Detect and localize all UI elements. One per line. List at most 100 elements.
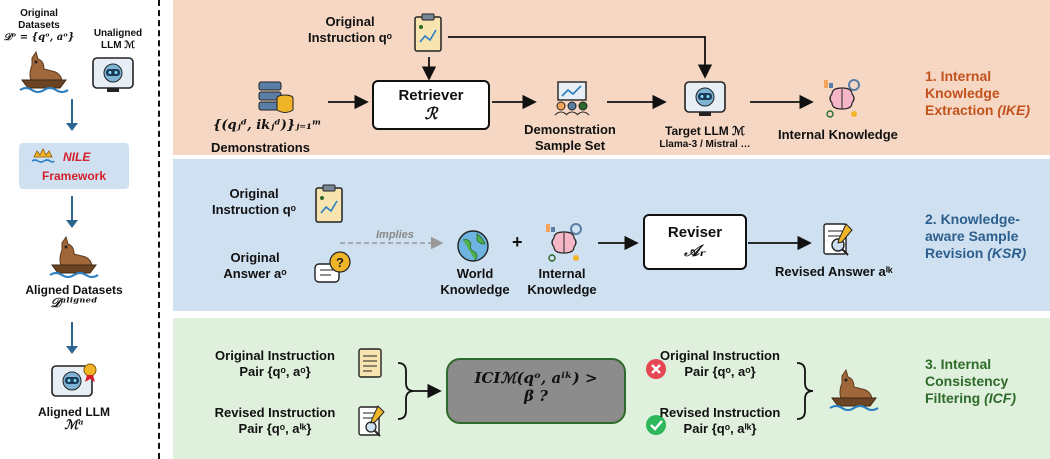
database-server-icon bbox=[258, 81, 294, 113]
icf-output-revised-line1: Revised Instruction bbox=[659, 405, 781, 420]
icf-revised-pair-line2: Pair {qᵒ, aⁱᵏ} bbox=[238, 421, 312, 436]
ike-stage-line2: Knowledge bbox=[925, 85, 1000, 101]
icf-original-pair-line1: Original Instruction bbox=[215, 348, 335, 363]
original-datasets-line1: Original bbox=[20, 8, 58, 19]
ksr-stage-line3: Revision bbox=[925, 245, 988, 261]
unaligned-line1: Unaligned bbox=[93, 28, 143, 39]
ksr-stage-line2: aware Sample bbox=[925, 228, 1019, 244]
ike-stage-title: 1. Internal Knowledge Extraction (IKE) bbox=[925, 68, 1030, 119]
robot-monitor-icon bbox=[92, 57, 134, 92]
ike-stage-abbr: (IKE) bbox=[997, 102, 1031, 118]
globe-icon bbox=[457, 230, 489, 262]
llama-boat-icon bbox=[829, 368, 879, 411]
llama-boat-icon bbox=[49, 235, 99, 278]
down-arrow-icon bbox=[66, 322, 78, 354]
brain-knowledge-icon bbox=[546, 223, 582, 262]
clipboard-instruction-icon bbox=[315, 184, 343, 223]
icf-stage-line2: Consistency bbox=[925, 373, 1009, 389]
ksr-stage-abbr: (KSR) bbox=[987, 245, 1027, 261]
retriever-label: Retriever bbox=[398, 87, 464, 104]
svg-text:?: ? bbox=[336, 255, 344, 270]
llama-boat-icon bbox=[19, 50, 69, 93]
ike-stage-line1: 1. Internal bbox=[925, 68, 992, 84]
original-datasets-label: Original Datasets 𝒟ᵒ = {qᵒ, aᵒ} bbox=[0, 8, 78, 44]
internal-knowledge-label: Internal Knowledge bbox=[778, 127, 898, 142]
aligned-datasets-label: Aligned Datasets 𝒟ᵃˡⁱᵍⁿᵉᵈ bbox=[0, 283, 148, 311]
target-llm-robot-icon bbox=[684, 81, 726, 116]
aligned-llm-label: Aligned LLM ℳᵃ bbox=[0, 405, 148, 433]
ksr-instruction-line1: Original bbox=[229, 186, 279, 201]
retriever-box: Retriever ℛ bbox=[372, 80, 490, 130]
document-review-icon bbox=[358, 405, 385, 437]
aligned-robot-monitor-icon bbox=[51, 363, 97, 397]
ksr-internal-line2: Knowledge bbox=[527, 282, 597, 297]
world-knowledge-line2: Knowledge bbox=[440, 282, 510, 297]
reviser-symbol: 𝒜ᵣ bbox=[684, 241, 706, 260]
accept-check-icon bbox=[646, 415, 666, 435]
ksr-stage-line1: 2. Knowledge- bbox=[925, 211, 1020, 227]
revised-answer-label: Revised Answer aⁱᵏ bbox=[775, 264, 893, 279]
crown-wave-icon bbox=[31, 148, 55, 163]
reviser-label: Reviser bbox=[667, 224, 723, 241]
target-llm-label: Target LLM ℳ bbox=[665, 124, 745, 138]
ksr-instruction-label: Original Instruction qᵒ bbox=[194, 186, 314, 218]
icf-revised-pair-line1: Revised Instruction bbox=[214, 405, 336, 420]
aligned-datasets-line1: Aligned Datasets bbox=[25, 283, 123, 297]
ike-panel bbox=[173, 0, 1050, 155]
question-chat-icon: ? bbox=[314, 251, 351, 283]
consistency-condition-box: ICIℳ(qᵒ, aⁱᵏ) > β ? bbox=[446, 358, 626, 424]
reject-x-icon bbox=[646, 359, 666, 379]
sample-set-line1: Demonstration bbox=[524, 122, 616, 137]
brain-knowledge-icon bbox=[824, 79, 860, 118]
ksr-stage-title: 2. Knowledge- aware Sample Revision (KSR… bbox=[925, 211, 1026, 262]
demonstration-formula: {(qⱼᵈ, ikⱼᵈ)}ⱼ₌₁ᵐ bbox=[213, 118, 322, 133]
condition-line1: ICIℳ(qᵒ, aⁱᵏ) > bbox=[474, 369, 598, 387]
icf-original-pair-line2: Pair {qᵒ, aᵒ} bbox=[239, 364, 311, 379]
icf-output-revised-label: Revised Instruction Pair {qᵒ, aⁱᵏ} bbox=[640, 405, 800, 437]
down-arrow-icon bbox=[66, 196, 78, 228]
unaligned-line2: LLM ℳ bbox=[100, 40, 136, 51]
ksr-answer-line2: Answer aᵒ bbox=[223, 266, 287, 281]
ike-stage-line3: Extraction bbox=[925, 102, 998, 118]
icf-stage-line1: 3. Internal bbox=[925, 356, 992, 372]
reviser-box: Reviser 𝒜ᵣ bbox=[643, 214, 747, 270]
icf-stage-abbr: (ICF) bbox=[984, 390, 1017, 406]
icf-output-original-label: Original Instruction Pair {qᵒ, aᵒ} bbox=[640, 348, 800, 380]
document-list-icon bbox=[358, 348, 382, 378]
icf-output-original-line1: Original Instruction bbox=[660, 348, 780, 363]
implies-label: Implies bbox=[376, 229, 414, 241]
icf-original-pair-label: Original Instruction Pair {qᵒ, aᵒ} bbox=[200, 348, 350, 380]
demonstrations-label: Demonstrations bbox=[211, 140, 310, 155]
sample-set-label: Demonstration Sample Set bbox=[510, 122, 630, 154]
aligned-llm-line1: Aligned LLM bbox=[38, 405, 110, 419]
icf-stage-title: 3. Internal Consistency Filtering (ICF) bbox=[925, 356, 1016, 407]
ksr-instruction-line2: Instruction qᵒ bbox=[211, 202, 297, 217]
original-datasets-formula: 𝒟ᵒ = {qᵒ, aᵒ} bbox=[3, 32, 75, 43]
clipboard-instruction-icon bbox=[414, 13, 442, 52]
ksr-answer-label: Original Answer aᵒ bbox=[200, 250, 310, 282]
world-knowledge-label: World Knowledge bbox=[425, 266, 525, 298]
icf-revised-pair-label: Revised Instruction Pair {qᵒ, aⁱᵏ} bbox=[200, 405, 350, 437]
original-datasets-line2: Datasets bbox=[18, 20, 60, 31]
document-review-icon bbox=[823, 223, 853, 256]
sample-set-line2: Sample Set bbox=[534, 138, 606, 153]
condition-line2: β ? bbox=[524, 387, 548, 405]
demonstration-presentation-icon bbox=[554, 81, 590, 116]
nile-framework-label: Framework bbox=[41, 169, 107, 183]
ksr-internal-knowledge-label: Internal Knowledge bbox=[512, 266, 612, 298]
ike-instruction-line2: Instruction qᵒ bbox=[307, 30, 393, 45]
icf-stage-line3: Filtering bbox=[925, 390, 985, 406]
unaligned-llm-label: Unaligned LLM ℳ bbox=[88, 28, 148, 52]
ike-instruction-line1: Original bbox=[325, 14, 375, 29]
ksr-answer-line1: Original bbox=[230, 250, 280, 265]
ike-instruction-label: Original Instruction qᵒ bbox=[290, 14, 410, 46]
section-divider bbox=[158, 0, 160, 459]
aligned-llm-formula: ℳᵃ bbox=[64, 418, 84, 433]
aligned-datasets-formula: 𝒟ᵃˡⁱᵍⁿᵉᵈ bbox=[50, 296, 98, 311]
icf-output-original-line2: Pair {qᵒ, aᵒ} bbox=[684, 364, 756, 379]
retriever-symbol: ℛ bbox=[424, 104, 438, 123]
down-arrow-icon bbox=[66, 99, 78, 131]
world-knowledge-line1: World bbox=[456, 266, 494, 281]
nile-title: NILE bbox=[63, 150, 91, 164]
